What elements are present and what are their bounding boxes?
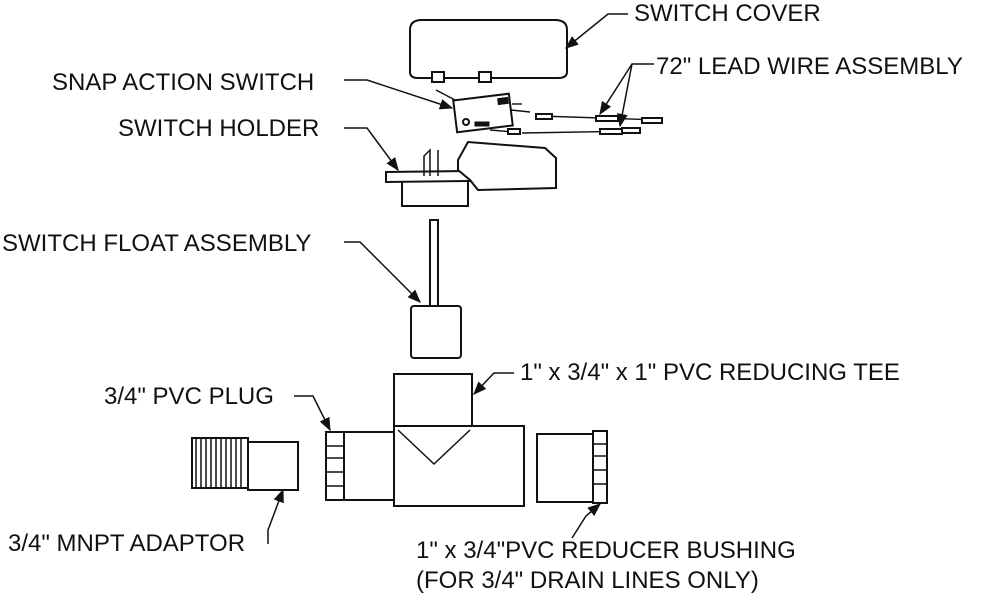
switch-float-assembly-label: SWITCH FLOAT ASSEMBLY [2,230,311,257]
leader-lines [267,13,654,544]
reducer-bushing-label: 1" x 3/4"PVC REDUCER BUSHING [416,537,796,564]
snap-action-switch-part [435,89,514,134]
reducer-bushing-note: (FOR 3/4" DRAIN LINES ONLY) [416,567,759,594]
lead-wire-assembly-part [489,103,663,135]
mnpt-adaptor-label: 3/4" MNPT ADAPTOR [8,530,245,557]
mnpt-adaptor-part [191,437,299,491]
snap-action-switch-label: SNAP ACTION SWITCH [52,69,314,96]
pvc-plug-label: 3/4" PVC PLUG [104,383,274,410]
switch-cover-part [409,19,568,83]
lead-wire-assembly-label: 72" LEAD WIRE ASSEMBLY [656,53,963,80]
switch-holder-label: SWITCH HOLDER [118,115,319,142]
switch-float-assembly-part [410,219,462,359]
reducing-tee-part [325,373,525,507]
switch-holder-part [385,140,557,207]
switch-cover-label: SWITCH COVER [634,0,821,27]
reducer-bushing-part [536,430,608,504]
reducing-tee-label: 1" x 3/4" x 1" PVC REDUCING TEE [520,359,900,386]
